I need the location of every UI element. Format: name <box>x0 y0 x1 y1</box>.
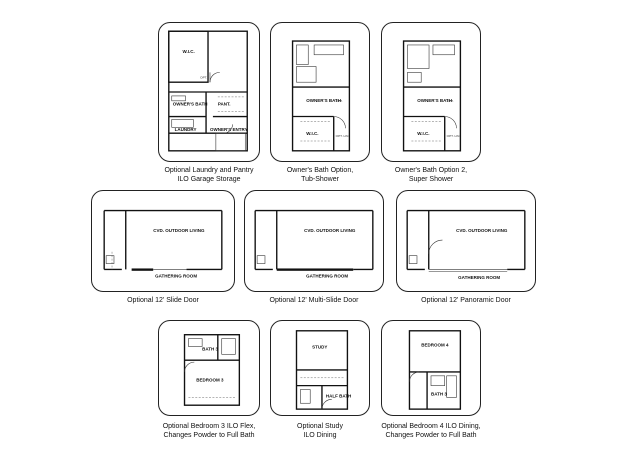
plan-card-multi-slide[interactable]: CVD. OUTDOOR LIVING GATHERING ROOM <box>244 190 384 292</box>
floor-plan-panoramic: CVD. OUTDOOR LIVING GATHERING ROOM <box>406 209 526 280</box>
label-bedroom-3: BEDROOM 3 <box>196 378 224 383</box>
caption-line: Optional Laundry and Pantry <box>164 167 254 174</box>
label-opt: OPT. <box>200 75 207 79</box>
label-lin: OPT. LIN. <box>447 134 461 138</box>
caption-line: Optional Bedroom 4 ILO Dining, <box>381 423 481 430</box>
caption-study-dining: Optional Study ILO Dining <box>250 422 390 440</box>
label-bath-3: BATH 3 <box>202 346 218 351</box>
caption-line: Owner's Bath Option, <box>286 167 354 174</box>
floor-plan-multi-slide: CVD. OUTDOOR LIVING GATHERING ROOM <box>254 209 374 278</box>
label-half-bath: HALF BATH <box>326 393 351 398</box>
caption-bedroom3-flex: Optional Bedroom 3 ILO Flex, Changes Pow… <box>139 422 279 440</box>
label-gathering-room: GATHERING ROOM <box>458 275 500 280</box>
label-gathering-room: GATHERING ROOM <box>155 273 197 278</box>
caption-laundry-pantry: Optional Laundry and Pantry ILO Garage S… <box>139 166 279 184</box>
plan-card-study-dining[interactable]: STUDY HALF BATH <box>270 320 370 416</box>
label-cvd-outdoor-living: CVD. OUTDOOR LIVING <box>153 228 205 233</box>
plan-card-bedroom3-flex[interactable]: BATH 3 BEDROOM 3 <box>158 320 260 416</box>
label-opt: OPT. <box>447 99 454 103</box>
caption-line: Optional 12' Panoramic Door <box>421 297 511 304</box>
label-laundry: LAUNDRY <box>175 127 197 132</box>
plan-card-laundry-pantry[interactable]: W.I.C. OWNER'S BATH PANT. LAUNDRY OWNER'… <box>158 22 260 162</box>
label-bedroom-4: BEDROOM 4 <box>421 342 449 347</box>
label-wic: W.I.C. <box>306 131 318 136</box>
caption-line: ILO Dining <box>303 432 337 439</box>
caption-line: Optional 12' Multi-Slide Door <box>269 297 359 304</box>
label-cvd-outdoor-living: CVD. OUTDOOR LIVING <box>304 228 356 233</box>
caption-line: Optional Study <box>297 423 343 430</box>
caption-owners-bath-super: Owner's Bath Option 2, Super Shower <box>361 166 501 184</box>
plan-card-slide-door[interactable]: CVD. OUTDOOR LIVING GATHERING ROOM <box>91 190 235 292</box>
label-opt: OPT. <box>336 99 343 103</box>
floor-plan-owners-bath-super: OWNER'S BATH OPT. W.I.C. OPT. LIN. <box>402 40 462 152</box>
floor-plan-slide-door: CVD. OUTDOOR LIVING GATHERING ROOM <box>103 209 223 278</box>
caption-line: Optional Bedroom 3 ILO Flex, <box>162 423 256 430</box>
floor-plan-bedroom4-dining: BEDROOM 4 BATH 3 <box>408 330 462 410</box>
caption-owners-bath-tub: Owner's Bath Option, Tub-Shower <box>250 166 390 184</box>
plan-card-owners-bath-tub[interactable]: OWNER'S BATH OPT. W.I.C. OPT. LIN. <box>270 22 370 162</box>
caption-multi-slide: Optional 12' Multi-Slide Door <box>244 296 384 305</box>
caption-panoramic: Optional 12' Panoramic Door <box>396 296 536 305</box>
label-study: STUDY <box>312 344 327 349</box>
caption-line: Changes Powder to Full Bath <box>163 432 255 439</box>
caption-line: Owner's Bath Option 2, <box>394 167 468 174</box>
floor-plan-bedroom3-flex: BATH 3 BEDROOM 3 <box>183 334 241 406</box>
caption-bedroom4-dining: Optional Bedroom 4 ILO Dining, Changes P… <box>361 422 501 440</box>
label-wic: W.I.C. <box>417 131 429 136</box>
plan-card-panoramic[interactable]: CVD. OUTDOOR LIVING GATHERING ROOM <box>396 190 536 292</box>
label-cvd-outdoor-living: CVD. OUTDOOR LIVING <box>456 228 508 233</box>
caption-line: Optional 12' Slide Door <box>127 297 199 304</box>
floor-plan-study-dining: STUDY HALF BATH <box>295 330 351 410</box>
plan-card-bedroom4-dining[interactable]: BEDROOM 4 BATH 3 <box>381 320 481 416</box>
label-owners-bath: OWNER'S BATH <box>306 98 341 103</box>
caption-line: Changes Powder to Full Bath <box>385 432 477 439</box>
label-owners-bath: OWNER'S BATH <box>173 102 208 107</box>
label-wic: W.I.C. <box>183 49 195 54</box>
floor-plan-owners-bath-tub: OWNER'S BATH OPT. W.I.C. OPT. LIN. <box>291 40 351 152</box>
plan-card-owners-bath-super[interactable]: OWNER'S BATH OPT. W.I.C. OPT. LIN. <box>381 22 481 162</box>
label-bath-3: BATH 3 <box>431 391 447 396</box>
caption-slide-door: Optional 12' Slide Door <box>93 296 233 305</box>
label-pantry: PANT. <box>218 102 231 107</box>
label-owners-bath: OWNER'S BATH <box>417 98 452 103</box>
caption-line: Super Shower <box>408 176 454 183</box>
label-lin: OPT. LIN. <box>336 134 350 138</box>
caption-line: ILO Garage Storage <box>177 176 241 183</box>
label-owners-entry: OWNER'S ENTRY <box>210 127 248 132</box>
floor-plan-laundry-pantry: W.I.C. OWNER'S BATH PANT. LAUNDRY OWNER'… <box>168 30 248 152</box>
caption-line: Tub-Shower <box>301 176 339 183</box>
label-gathering-room: GATHERING ROOM <box>306 273 348 278</box>
